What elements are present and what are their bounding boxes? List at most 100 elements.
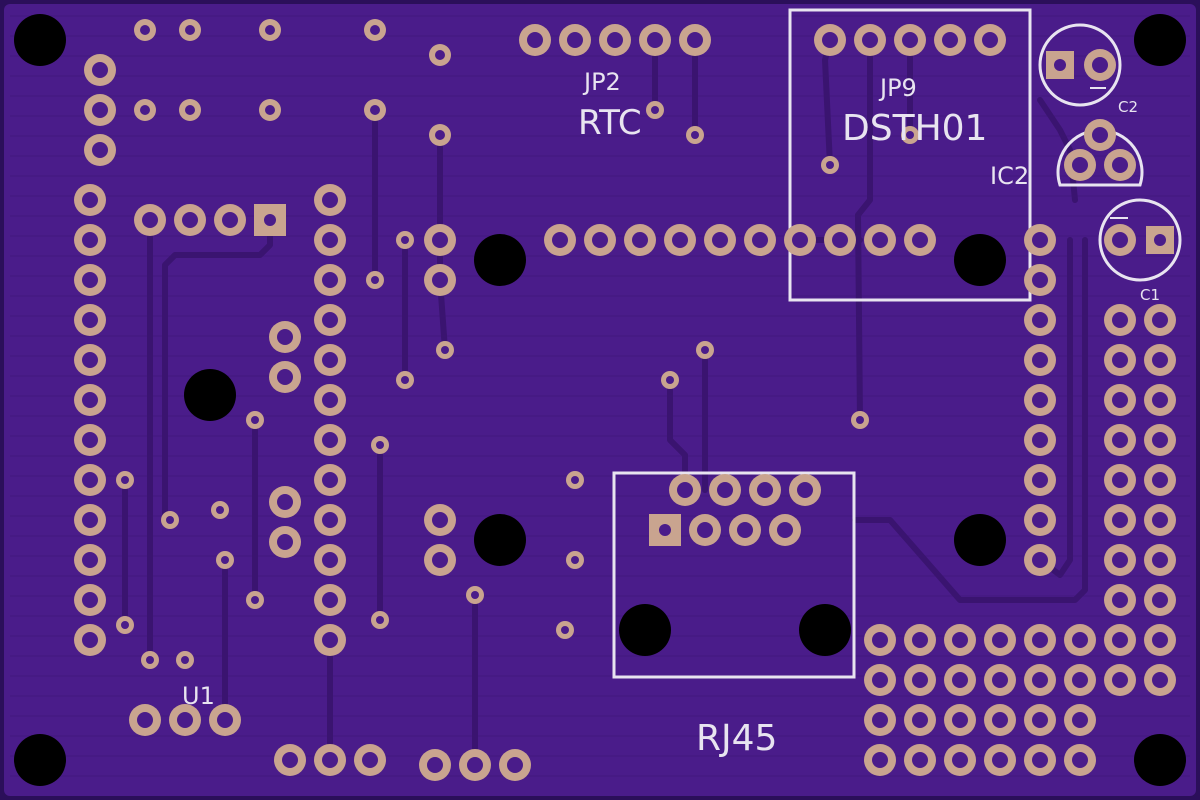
pad-drill (697, 522, 713, 538)
pad-drill (992, 712, 1008, 728)
pad-drill (370, 25, 380, 35)
pad-drill (712, 232, 728, 248)
pad-drill (322, 632, 338, 648)
pad-drill (1112, 232, 1128, 248)
pad-drill (322, 552, 338, 568)
pad-drill (1152, 552, 1168, 568)
pad-drill (82, 512, 98, 528)
copper-traces (122, 37, 1088, 768)
pad-drill (432, 272, 448, 288)
pad-drill (1112, 552, 1128, 568)
pad-drill (757, 482, 773, 498)
pad-drill (1112, 392, 1128, 408)
pad-drill (82, 392, 98, 408)
pad-drill (182, 212, 198, 228)
pad-drill (362, 752, 378, 768)
pad-drill (322, 272, 338, 288)
pad-drill (1112, 592, 1128, 608)
pad-drill (121, 621, 129, 629)
pad-drill (322, 312, 338, 328)
pad-drill (432, 552, 448, 568)
pad-drill (177, 712, 193, 728)
pad-drill (185, 25, 195, 35)
pad-drill (277, 494, 293, 510)
pad-drill (435, 50, 445, 60)
pad-drill (856, 416, 864, 424)
rj45-label: RJ45 (696, 718, 777, 759)
pad-drill (82, 192, 98, 208)
pad-drill (677, 482, 693, 498)
pad-drill (82, 632, 98, 648)
drill-hole (799, 604, 851, 656)
pad-drill (1072, 712, 1088, 728)
pad-drill (552, 232, 568, 248)
pad-drill (1152, 472, 1168, 488)
drill-hole (474, 514, 526, 566)
pad-drill (647, 32, 663, 48)
pad-drill (92, 142, 108, 158)
pad-drill (432, 232, 448, 248)
pad-drill (82, 432, 98, 448)
pad-drill (952, 752, 968, 768)
pad-drill (1032, 752, 1048, 768)
pad-drill (1112, 352, 1128, 368)
pad-drill (1072, 632, 1088, 648)
pad-drill (1032, 472, 1048, 488)
pad-drill (1032, 632, 1048, 648)
pad-drill (832, 232, 848, 248)
pad-drill (322, 352, 338, 368)
pad-drill (1032, 352, 1048, 368)
component-pads (74, 19, 1176, 781)
pad-drill (872, 232, 888, 248)
pad-drill (82, 352, 98, 368)
pad-drill (507, 757, 523, 773)
pad-drill (217, 712, 233, 728)
trace (162, 217, 273, 523)
pad-drill (181, 656, 189, 664)
pad-drill (277, 534, 293, 550)
pad-drill (906, 131, 914, 139)
pad-drill (216, 506, 224, 514)
pad-drill (1152, 512, 1168, 528)
pad-drill (82, 272, 98, 288)
pad-drill (912, 712, 928, 728)
pad-drill (1152, 672, 1168, 688)
trace (855, 37, 873, 423)
ic2-label: IC2 (990, 162, 1029, 190)
pad-drill (717, 482, 733, 498)
pad-drill (527, 32, 543, 48)
pad-drill (1032, 312, 1048, 328)
rj45-outline (612, 471, 856, 679)
mounting-holes (14, 14, 1186, 786)
pad-drill (1152, 352, 1168, 368)
pad-drill (691, 131, 699, 139)
pad-drill (282, 752, 298, 768)
pad-drill (441, 346, 449, 354)
pad-drill (322, 392, 338, 408)
pad-drill (1152, 312, 1168, 328)
pad-drill (1032, 712, 1048, 728)
pad-drill (942, 32, 958, 48)
silkscreen-outlines (612, 8, 1182, 679)
pad-drill (952, 672, 968, 688)
board-substrate (4, 4, 1196, 796)
c2-label: C2 (1118, 98, 1138, 116)
pad-drill (82, 472, 98, 488)
pad-drill (185, 105, 195, 115)
pad-drill (1152, 392, 1168, 408)
drill-hole (14, 734, 66, 786)
pad-drill (737, 522, 753, 538)
pad-drill (952, 712, 968, 728)
pad-drill (1152, 632, 1168, 648)
pad-drill (792, 232, 808, 248)
pad-drill (1112, 632, 1128, 648)
pad-drill (376, 441, 384, 449)
pad-drill (376, 616, 384, 624)
pad-drill (92, 62, 108, 78)
c1-outline (1098, 198, 1182, 282)
pad-drill (752, 232, 768, 248)
pad-drill (1112, 512, 1128, 528)
pad-drill (567, 32, 583, 48)
pad-drill (471, 591, 479, 599)
